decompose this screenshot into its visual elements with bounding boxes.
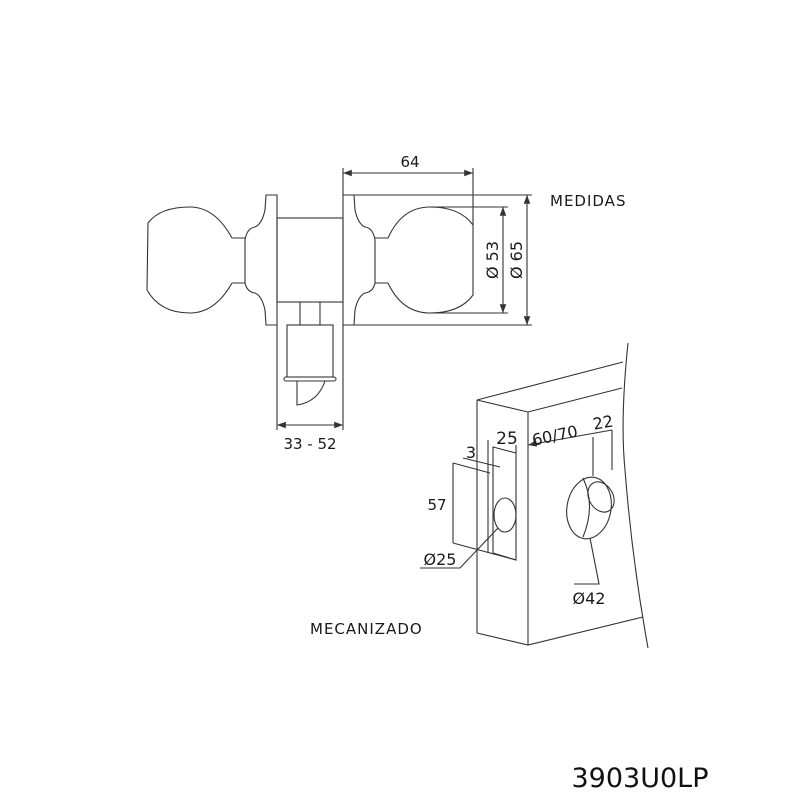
left-rosette <box>244 194 278 326</box>
left-knob <box>146 206 233 314</box>
dimension-diameters: Ø 53 Ø 65 <box>354 194 532 326</box>
offset-label: 22 <box>591 411 614 433</box>
latch-flange <box>283 376 337 382</box>
right-knob <box>387 206 474 314</box>
door-machining-view: 57 3 25 Ø25 60/70 22 Ø42 <box>420 342 649 649</box>
mecanizado-label: MECANIZADO <box>310 620 423 638</box>
latch-hole <box>493 497 517 533</box>
latch-box <box>286 324 334 378</box>
dimension-length: 64 <box>342 153 474 225</box>
knob-lock-side-view <box>146 194 474 406</box>
rosette-diameter-label: Ø 65 <box>507 241 526 279</box>
dimension-length-label: 64 <box>400 153 419 171</box>
faceplate-mortise <box>487 446 517 561</box>
bore-hole-label: Ø42 <box>573 589 606 608</box>
lock-body <box>276 217 344 303</box>
faceplate-height-label: 57 <box>427 496 446 514</box>
faceplate-depth-label: 3 <box>466 443 476 462</box>
latch-hole-label: Ø25 <box>424 550 457 569</box>
door-break-edge <box>622 342 649 649</box>
latch-spindles <box>299 302 321 325</box>
latch-bolt <box>296 380 326 406</box>
right-neck <box>375 237 388 284</box>
door-thickness-label: 33 - 52 <box>283 435 336 453</box>
door-outline <box>476 361 644 646</box>
medidas-label: MEDIDAS <box>550 192 626 210</box>
left-neck <box>232 237 245 284</box>
faceplate-width-label: 25 <box>496 429 518 449</box>
right-rosette <box>342 194 376 326</box>
product-code: 3903U0LP <box>572 763 709 794</box>
knob-diameter-label: Ø 53 <box>483 241 502 279</box>
dimension-door-thickness: 33 - 52 <box>276 325 344 453</box>
bore-hole <box>566 476 615 540</box>
backset-label: 60/70 <box>530 422 579 450</box>
